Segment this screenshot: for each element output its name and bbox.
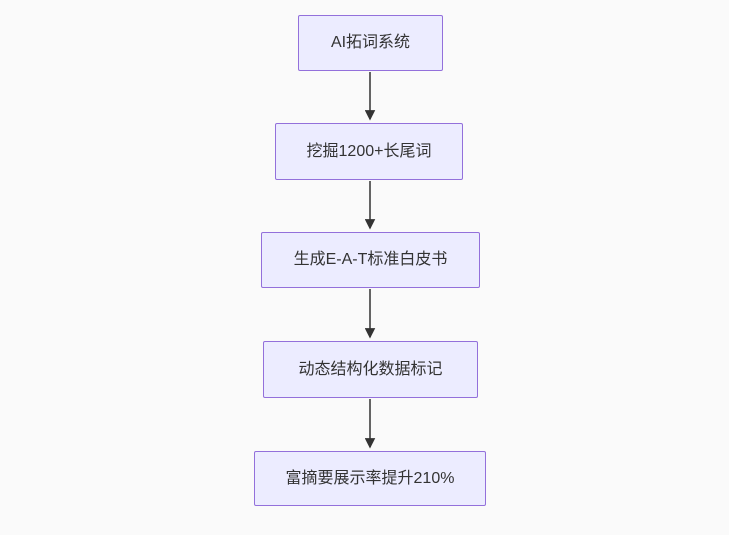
flow-node-dynamic-structured-data-markup: 动态结构化数据标记 (263, 341, 478, 398)
flow-node-mine-longtail-keywords: 挖掘1200+长尾词 (275, 123, 463, 180)
flow-node-generate-eat-whitepaper: 生成E-A-T标准白皮书 (261, 232, 480, 288)
flow-node-rich-snippet-rate-increase: 富摘要展示率提升210% (254, 451, 486, 506)
flow-node-ai-word-expansion-system: AI拓词系统 (298, 15, 443, 71)
